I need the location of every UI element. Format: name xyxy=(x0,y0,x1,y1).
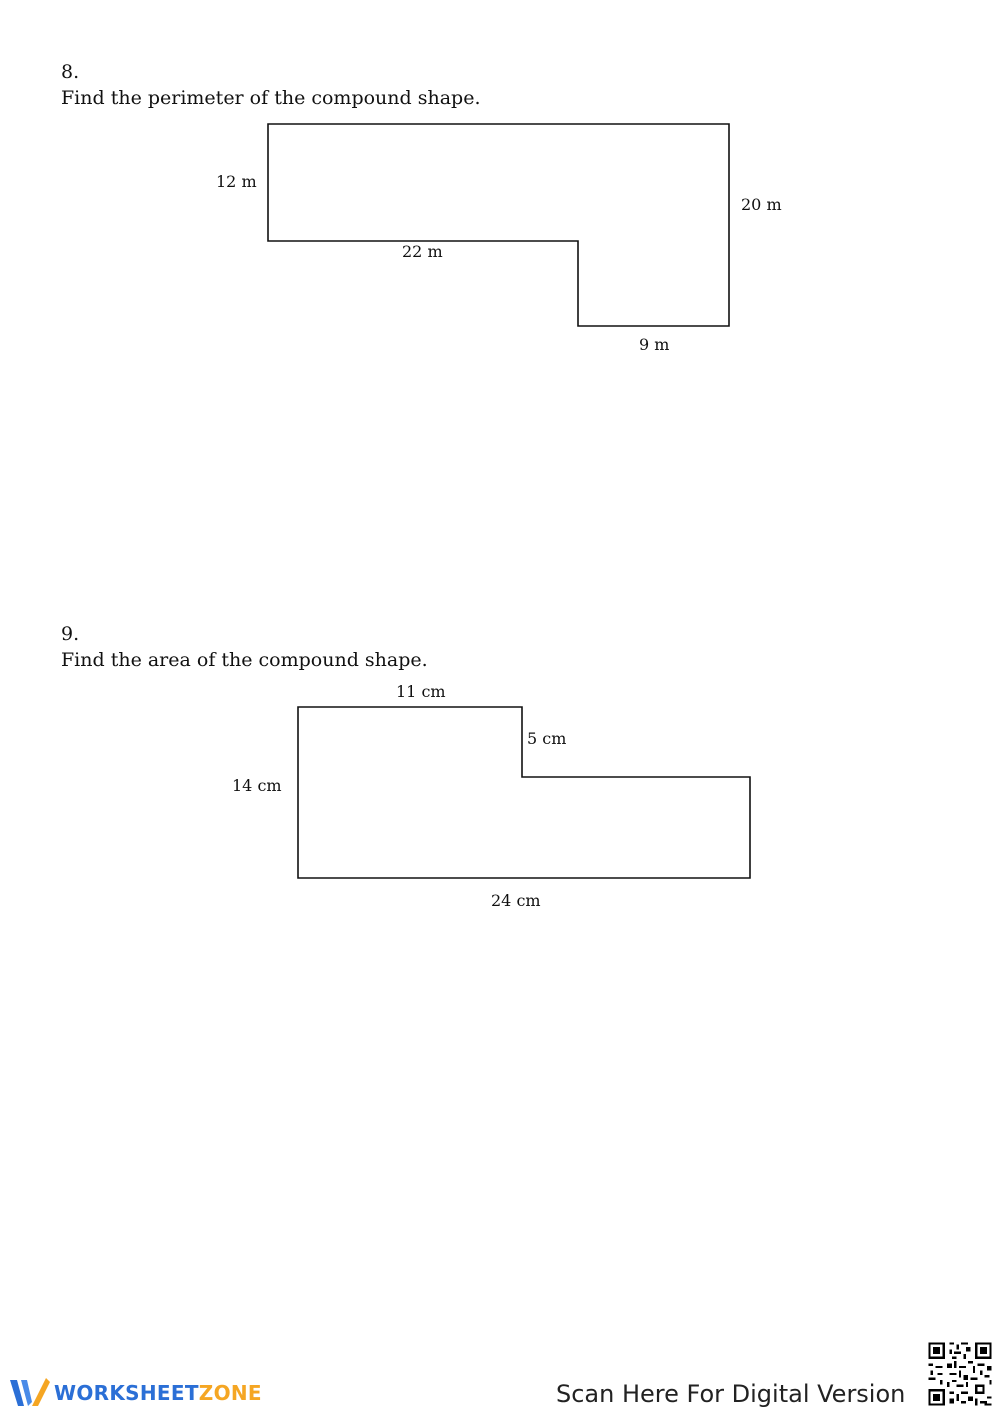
brand-name: WORKSHEETZONE xyxy=(54,1381,262,1405)
compound-shape-8 xyxy=(267,123,730,327)
question-9-figure: 11 cm 5 cm 14 cm 24 cm xyxy=(232,682,751,910)
question-9-number: 9. xyxy=(61,623,80,645)
qr-code-icon[interactable] xyxy=(926,1340,994,1408)
brand-name-zone: ZONE xyxy=(198,1381,262,1405)
label-12m: 12 m xyxy=(216,172,257,191)
brand-name-worksheet: WORKSHEET xyxy=(54,1381,199,1405)
question-9-prompt: Find the area of the compound shape. xyxy=(61,649,428,671)
compound-shape-9 xyxy=(297,706,751,879)
label-24cm: 24 cm xyxy=(491,891,541,910)
worksheetzone-logo[interactable]: WORKSHEETZONE xyxy=(10,1376,262,1410)
worksheetzone-logo-icon xyxy=(10,1378,50,1406)
question-8-prompt: Find the perimeter of the compound shape… xyxy=(61,87,481,109)
label-20m: 20 m xyxy=(741,195,782,214)
label-22m: 22 m xyxy=(402,242,443,261)
scan-here-text: Scan Here For Digital Version xyxy=(556,1380,906,1408)
label-14cm: 14 cm xyxy=(232,776,282,795)
question-8-figure: 12 m 20 m 22 m 9 m xyxy=(216,123,782,354)
label-5cm: 5 cm xyxy=(527,729,566,748)
question-8-number: 8. xyxy=(61,61,80,83)
label-11cm: 11 cm xyxy=(396,682,446,701)
label-9m: 9 m xyxy=(639,335,669,354)
